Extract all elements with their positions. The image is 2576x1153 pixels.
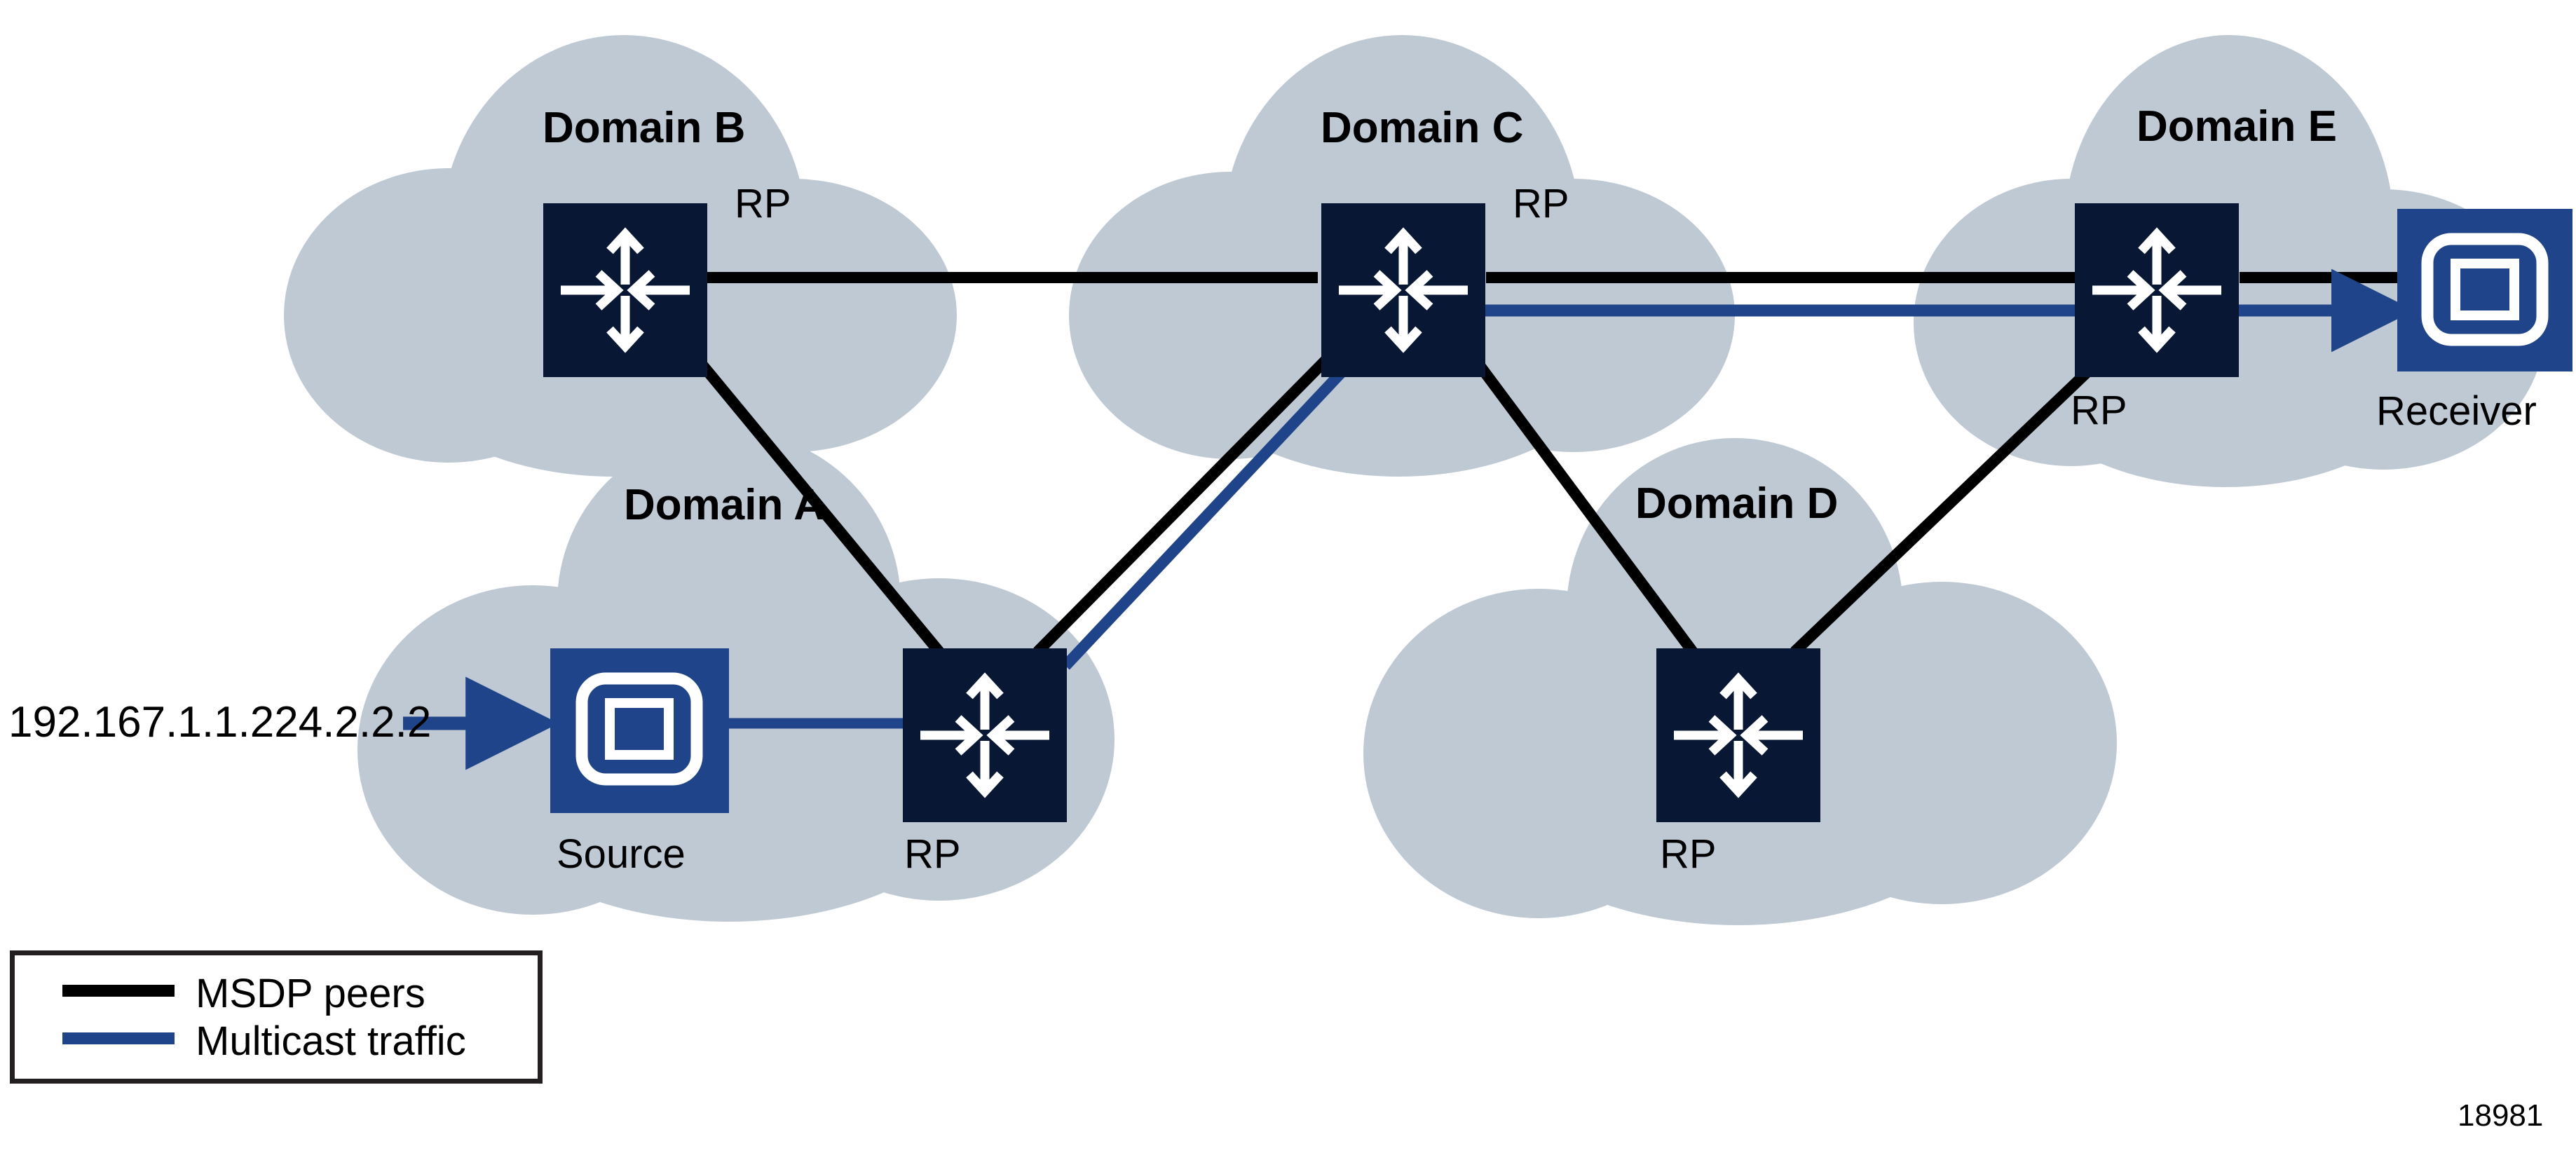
label-domain-c: Domain C: [1321, 104, 1524, 152]
link-msdp-a-c: [1033, 346, 1340, 656]
node-rp-domain-d[interactable]: [1656, 648, 1820, 822]
node-rp-domain-a[interactable]: [903, 648, 1067, 822]
legend-box: MSDP peers Multicast traffic: [10, 950, 543, 1084]
cloud-domain-d: [1363, 438, 2117, 925]
node-rp-domain-e[interactable]: [2075, 203, 2239, 377]
label-rp-domain-c: RP: [1513, 181, 1569, 226]
label-domain-b: Domain B: [543, 104, 746, 152]
node-host-source[interactable]: [550, 648, 729, 813]
legend-label-multicast-traffic: Multicast traffic: [196, 1018, 466, 1064]
label-host-source: Source: [557, 831, 686, 877]
figure-id: 18981: [2458, 1098, 2544, 1133]
legend-swatch-multicast-traffic: [62, 1032, 175, 1044]
link-mcast-a-c: [1061, 367, 1347, 670]
link-msdp-c-d: [1464, 347, 1698, 655]
label-domain-a: Domain A: [624, 481, 826, 529]
legend-swatch-msdp-peers: [62, 985, 175, 997]
link-msdp-d-e: [1790, 346, 2114, 656]
label-rp-domain-b: RP: [735, 181, 791, 226]
label-host-receiver: Receiver: [2376, 388, 2537, 434]
legend-label-msdp-peers: MSDP peers: [196, 971, 425, 1016]
label-source-stream: 192.167.1.1.224.2.2.2: [8, 698, 432, 746]
node-rp-domain-b[interactable]: [543, 203, 707, 377]
msdp-peer-links: [686, 272, 2422, 656]
label-rp-domain-e: RP: [2071, 388, 2127, 433]
label-rp-domain-d: RP: [1660, 831, 1717, 877]
label-domain-e: Domain E: [2137, 102, 2337, 151]
link-msdp-b-a: [686, 346, 944, 656]
node-rp-domain-c[interactable]: [1321, 203, 1485, 377]
label-domain-d: Domain D: [1635, 479, 1839, 528]
node-host-receiver[interactable]: [2397, 209, 2572, 371]
label-rp-domain-a: RP: [904, 831, 961, 877]
